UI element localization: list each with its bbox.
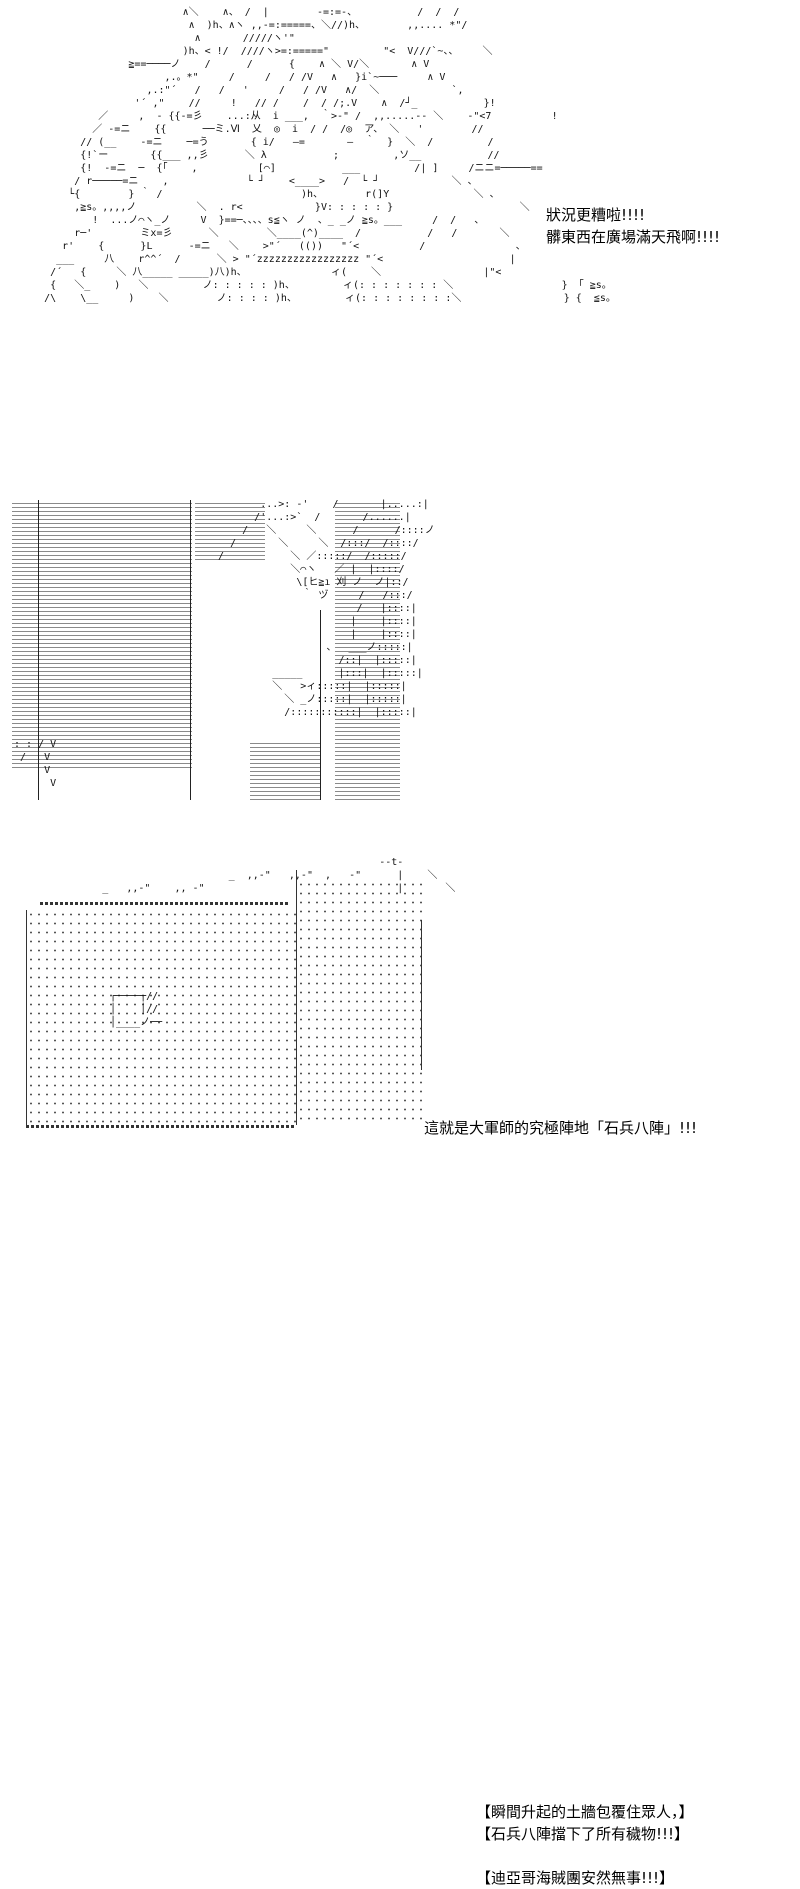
caption-box-3: 【瞬間升起的土牆包覆住眾人，】 【石兵八陣擋下了所有穢物!!!】 【迪亞哥海賊團… [476, 1801, 694, 1889]
rock-edge [320, 610, 321, 800]
panel-2-stone-formation: ...>: -' / |.....:| /'...:>` / /......| … [0, 490, 800, 1137]
panel-3-earth-wall: ┌────┬// │ │// │____ノ── --t- _ ,,-" ,,-"… [0, 850, 800, 1887]
caption-spacer [476, 1845, 694, 1867]
panel-1-commander-art: ∧＼ ∧、 / | -=:=-、 / / / ∧ )h、∧ヽ ,,-=:====… [0, 0, 800, 470]
rock-wall-left [12, 500, 192, 770]
earth-wall-ascii-art: ┌────┬// │ │// │____ノ── [110, 991, 163, 1028]
caption-line: 髒東西在廣場滿天飛啊!!!! [546, 228, 721, 246]
caption-line: 【迪亞哥海賊團安然無事!!!】 [476, 1869, 675, 1887]
wall-top-edge [40, 902, 290, 905]
wall-right-edge [421, 920, 422, 1070]
earth-wall-right [296, 880, 422, 1125]
caption-line: 【瞬間升起的土牆包覆住眾人，】 [476, 1803, 694, 1821]
wall-top-ascii-art: --t- _ ,,-" ,,-" , -" | ＼ _ ,,-" ,, -" |… [102, 857, 456, 894]
wall-corner-edge [296, 870, 297, 1125]
commander-ascii-art: ∧＼ ∧、 / | -=:=-、 / / / ∧ )h、∧ヽ ,,-=:====… [44, 7, 616, 304]
caption-box-1: 狀況更糟啦!!!! 髒東西在廣場滿天飛啊!!!! [546, 204, 720, 248]
rock-wall-middle [195, 500, 265, 560]
caption-line: 這就是大軍師的究極陣地「石兵八陣」!!! [424, 1119, 698, 1137]
rock-edge [38, 500, 39, 800]
caption-line: 【石兵八陣擋下了所有穢物!!!】 [476, 1825, 690, 1843]
rock-pillar-right [335, 500, 400, 800]
wall-bottom-edge [26, 1125, 296, 1128]
rock-floor-ascii-art: : : / V / V V V [14, 739, 57, 789]
stone-formation-ascii-art: ...>: -' / |.....:| /'...:>` / /......| … [218, 499, 435, 718]
rock-base [250, 740, 320, 800]
caption-line: 狀況更糟啦!!!! [546, 206, 646, 224]
rock-edge [190, 500, 191, 800]
earth-wall-left [26, 910, 297, 1125]
caption-box-2: 這就是大軍師的究極陣地「石兵八陣」!!! [424, 1117, 697, 1139]
